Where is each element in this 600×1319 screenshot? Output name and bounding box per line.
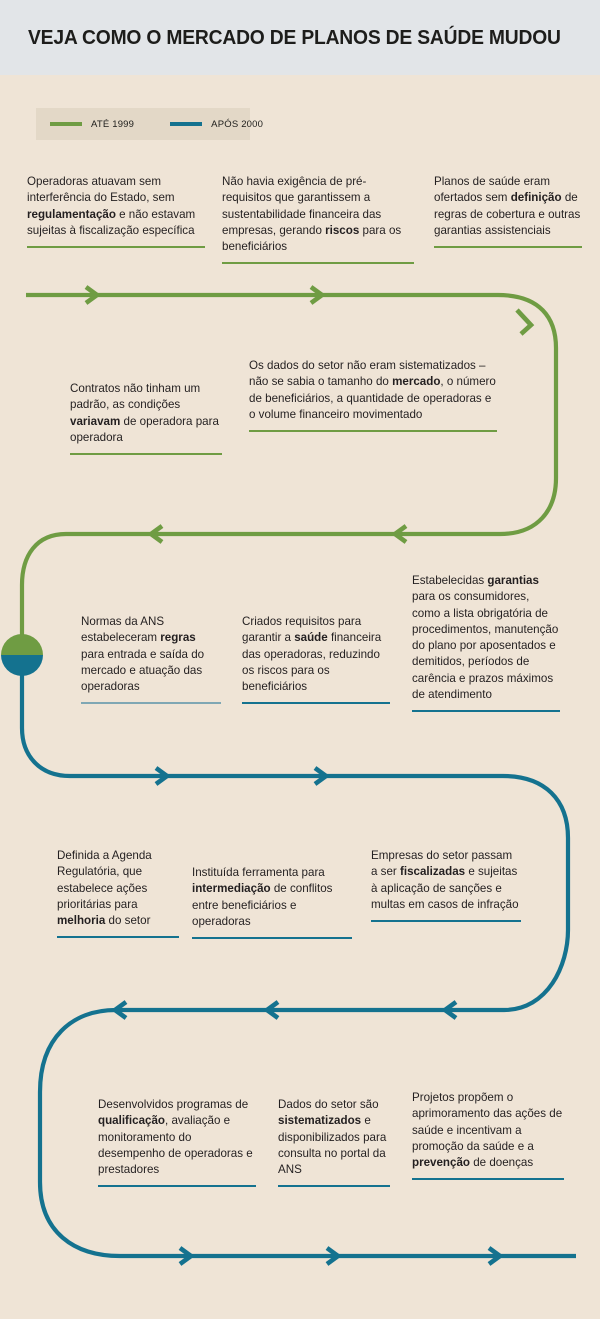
rule-green-3	[434, 246, 582, 248]
rule-blue-11	[371, 920, 521, 922]
text-block-7: Criados requisitos para garantir a saúde…	[242, 614, 390, 705]
rule-green-1	[27, 246, 205, 248]
legend-label-apos-2000: APÓS 2000	[211, 118, 264, 130]
blue-path-row3	[19, 655, 571, 1013]
text-block-2-body: Não havia exigência de pré-requisitos qu…	[222, 175, 402, 254]
text-block-8-body: Estabelecidas garantias para os consumid…	[412, 574, 559, 702]
timeline-pivot-dot	[1, 634, 43, 676]
text-block-13-body: Dados do setor são sistematizados e disp…	[278, 1098, 387, 1177]
rule-blue-6	[81, 702, 221, 705]
text-block-10-body: Instituída ferramenta para intermediação…	[192, 866, 333, 928]
arrow-right-blue-6	[178, 1246, 195, 1266]
text-block-11: Empresas do setor passam a ser fiscaliza…	[371, 848, 521, 922]
text-block-4-body: Contratos não tinham um padrão, as condi…	[70, 382, 219, 444]
text-block-12-body: Desenvolvidos programas de qualificação,…	[98, 1098, 253, 1177]
rule-blue-9	[57, 936, 179, 939]
text-block-13: Dados do setor são sistematizados e disp…	[278, 1097, 390, 1188]
text-block-3: Planos de saúde eram ofertados sem defin…	[434, 174, 582, 248]
text-block-2: Não havia exigência de pré-requisitos qu…	[222, 174, 414, 265]
legend-line-swatch-blue	[170, 122, 203, 126]
text-block-11-body: Empresas do setor passam a ser fiscaliza…	[371, 849, 519, 911]
text-block-14-body: Projetos propõem o aprimoramento das açõ…	[412, 1091, 563, 1170]
text-block-8: Estabelecidas garantias para os consumid…	[412, 573, 560, 712]
rule-blue-10	[192, 937, 352, 939]
header-bar: VEJA COMO O MERCADO DE PLANOS DE SAÚDE M…	[0, 0, 600, 75]
page-title: VEJA COMO O MERCADO DE PLANOS DE SAÚDE M…	[28, 26, 561, 49]
text-block-7-body: Criados requisitos para garantir a saúde…	[242, 615, 382, 694]
text-block-1-body: Operadoras atuavam sem interferência do …	[27, 175, 196, 237]
arrow-left-blue-4	[263, 1000, 280, 1020]
arrow-right-green-1	[84, 285, 101, 305]
text-block-4: Contratos não tinham um padrão, as condi…	[70, 381, 222, 455]
arrow-left-green-4	[147, 524, 164, 544]
rule-blue-7	[242, 702, 390, 705]
text-block-5-body: Os dados do setor não eram sistematizado…	[249, 359, 496, 421]
arrow-right-blue-8	[487, 1246, 504, 1266]
text-block-10: Instituída ferramenta para intermediação…	[192, 865, 352, 939]
arrow-left-green-5	[391, 524, 408, 544]
legend: ATÉ 1999 APÓS 2000	[36, 108, 263, 140]
rule-blue-12	[98, 1185, 256, 1188]
legend-item-ate-1999: ATÉ 1999	[50, 119, 134, 130]
text-block-3-body: Planos de saúde eram ofertados sem defin…	[434, 175, 581, 237]
rule-green-5	[249, 430, 497, 432]
arrow-right-blue-7	[325, 1246, 342, 1266]
legend-label-ate-1999: ATÉ 1999	[91, 118, 135, 130]
legend-item-apos-2000: APÓS 2000	[170, 119, 263, 130]
text-block-9-body: Definida a Agenda Regulatória, que estab…	[57, 849, 152, 928]
text-block-6: Normas da ANS estabeleceram regras para …	[81, 614, 221, 705]
green-path-row2-turn	[19, 531, 152, 655]
text-block-5: Os dados do setor não eram sistematizado…	[249, 358, 497, 432]
blue-path-row4	[37, 1007, 576, 1259]
arrow-curve-green-3	[515, 308, 535, 336]
rule-green-2	[222, 262, 414, 265]
arrow-right-green-2	[309, 285, 326, 305]
rule-green-4	[70, 453, 222, 455]
rule-blue-8	[412, 710, 560, 712]
arrow-left-blue-5	[441, 1000, 458, 1020]
text-block-14: Projetos propõem o aprimoramento das açõ…	[412, 1090, 564, 1181]
arrow-left-blue-3	[111, 1000, 128, 1020]
legend-line-swatch-green	[50, 122, 82, 126]
rule-blue-13	[278, 1185, 390, 1188]
text-block-1: Operadoras atuavam sem interferência do …	[27, 174, 205, 248]
rule-blue-14	[412, 1178, 564, 1181]
text-block-6-body: Normas da ANS estabeleceram regras para …	[81, 615, 205, 694]
text-block-9: Definida a Agenda Regulatória, que estab…	[57, 848, 179, 939]
text-block-12: Desenvolvidos programas de qualificação,…	[98, 1097, 256, 1188]
arrow-right-blue-1	[154, 766, 171, 786]
green-path-row1	[26, 292, 559, 537]
arrow-right-blue-2	[313, 766, 330, 786]
